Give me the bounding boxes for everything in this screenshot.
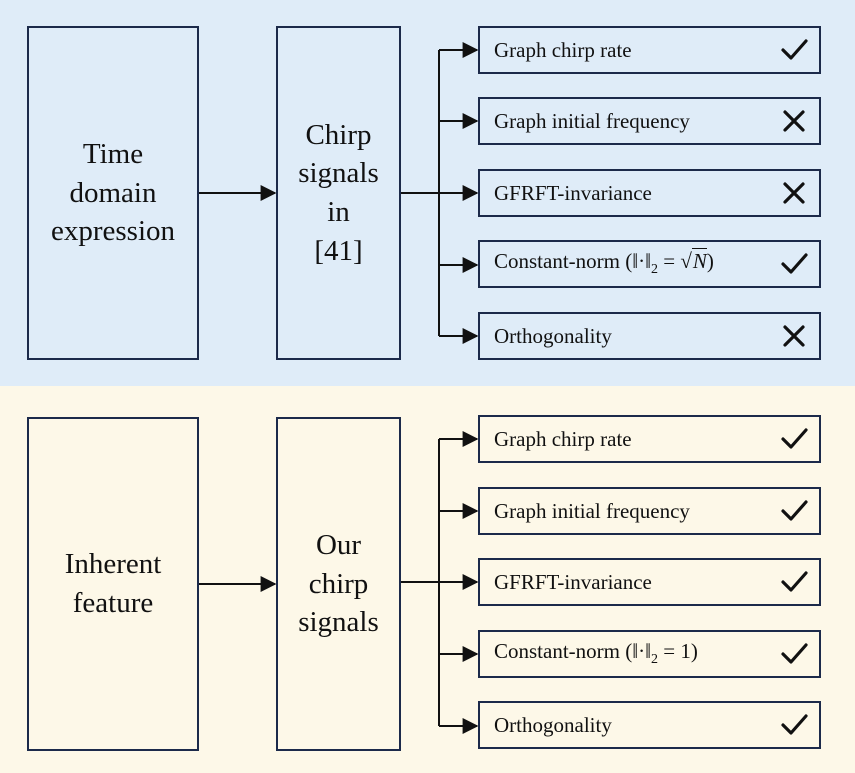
top-panel: Time domain expression Chirp signals in … <box>0 0 855 386</box>
property-label: Constant-norm (‖·‖2 = √N) <box>494 248 714 278</box>
property-label: Constant-norm (‖·‖2 = 1) <box>494 639 698 668</box>
property-label: Graph initial frequency <box>494 108 690 133</box>
our-chirp-signals-box: Our chirp signals <box>276 417 401 751</box>
property-graph-chirp-rate: Graph chirp rate <box>478 26 821 74</box>
check-icon <box>781 571 808 592</box>
check-icon <box>781 253 808 274</box>
property-label: GFRFT-invariance <box>494 180 652 205</box>
property-gfrft-invariance: GFRFT-invariance <box>478 558 821 606</box>
property-gfrft-invariance: GFRFT-invariance <box>478 169 821 217</box>
property-constant-norm: Constant-norm (‖·‖2 = 1) <box>478 630 821 678</box>
property-label: Graph initial frequency <box>494 498 690 523</box>
cross-icon <box>783 182 805 204</box>
bottom-panel: Inherent feature Our chirp signals Graph… <box>0 386 855 773</box>
property-orthogonality: Orthogonality <box>478 312 821 360</box>
property-label: Orthogonality <box>494 323 612 348</box>
property-label: Graph chirp rate <box>494 37 632 62</box>
check-icon <box>781 39 808 60</box>
property-label: Graph chirp rate <box>494 426 632 451</box>
property-graph-initial-frequency: Graph initial frequency <box>478 487 821 535</box>
top-connectors <box>199 42 479 344</box>
bottom-connectors <box>199 431 479 734</box>
cross-icon <box>783 325 805 347</box>
check-icon <box>781 428 808 449</box>
property-orthogonality: Orthogonality <box>478 701 821 749</box>
property-label: Orthogonality <box>494 712 612 737</box>
property-constant-norm: Constant-norm (‖·‖2 = √N) <box>478 240 821 288</box>
check-icon <box>781 643 808 664</box>
check-icon <box>781 714 808 735</box>
property-graph-initial-frequency: Graph initial frequency <box>478 97 821 145</box>
chirp-signals-ref-box: Chirp signals in [41] <box>276 26 401 360</box>
property-label: GFRFT-invariance <box>494 569 652 594</box>
inherent-feature-box: Inherent feature <box>27 417 199 751</box>
check-icon <box>781 500 808 521</box>
time-domain-expression-box: Time domain expression <box>27 26 199 360</box>
property-graph-chirp-rate: Graph chirp rate <box>478 415 821 463</box>
cross-icon <box>783 110 805 132</box>
